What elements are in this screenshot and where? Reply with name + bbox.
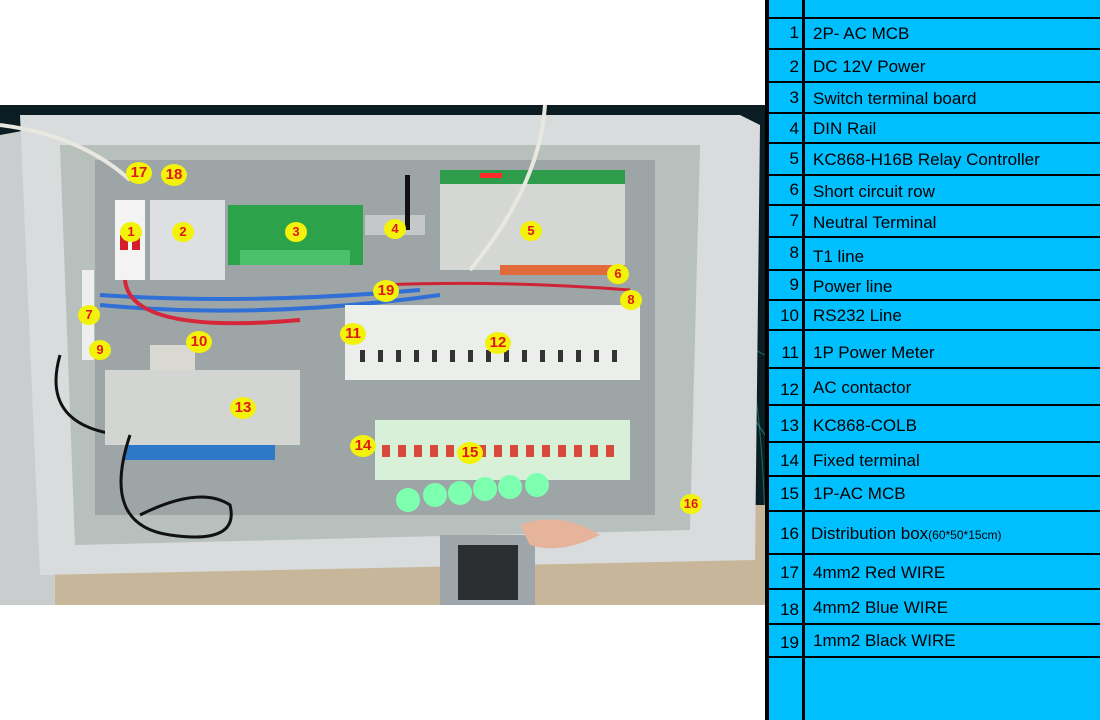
callout-10: 10 [186,331,212,353]
legend-row: 13 KC868-COLB [769,406,1100,443]
legend-number: 5 [789,149,799,168]
legend-label: 1mm2 Black WIRE [813,631,956,650]
legend-header-row [769,0,1100,19]
legend-number: 1 [789,23,799,42]
legend-number: 8 [789,243,799,262]
callout-6: 6 [607,264,629,284]
legend-number: 11 [781,343,799,362]
legend-label-dimensions: (60*50*15cm) [928,528,1002,542]
legend-label: Neutral Terminal [813,213,937,232]
legend-number: 2 [789,57,799,76]
legend-row: 14 Fixed terminal [769,443,1100,477]
legend-label: 4mm2 Blue WIRE [813,598,949,617]
legend-label: KC868-COLB [813,416,917,435]
legend-row: 17 4mm2 Red WIRE [769,555,1100,590]
callout-14: 14 [350,435,376,457]
distribution-box-photo: 17 18 1 2 3 4 5 6 8 19 7 9 10 11 12 13 1… [0,105,765,605]
legend-row: 19 1mm2 Black WIRE [769,625,1100,658]
panel-illustration [0,105,765,605]
callout-19: 19 [373,280,399,302]
callout-13: 13 [230,397,256,419]
callout-2: 2 [172,222,194,242]
legend-label: RS232 Line [813,306,902,325]
legend-number: 19 [780,633,799,652]
legend-number: 6 [789,180,799,199]
callout-7: 7 [78,305,100,325]
legend-label: DIN Rail [813,119,877,138]
legend-label: KC868-H16B Relay Controller [813,150,1040,169]
callout-11: 11 [340,323,366,345]
legend-label: Fixed terminal [813,451,920,470]
legend-number: 10 [780,306,799,325]
legend-table: 1 2P- AC MCB 2 DC 12V Power 3 Switch ter… [765,0,1100,720]
legend-row: 5 KC868-H16B Relay Controller [769,144,1100,176]
legend-label: AC contactor [813,378,912,397]
legend-label: Power line [813,277,893,296]
callout-15: 15 [457,442,483,464]
callout-9: 9 [89,340,111,360]
legend-label: Short circuit row [813,182,935,201]
legend-label-main: Distribution box [811,524,929,543]
legend-number: 16 [780,524,799,543]
legend-row: 7 Neutral Terminal [769,206,1100,238]
legend-number: 7 [789,211,799,230]
legend-label: 1P-AC MCB [813,484,906,503]
callout-8: 8 [620,290,642,310]
callout-3: 3 [285,222,307,242]
legend-row: 10 RS232 Line [769,301,1100,331]
legend-row: 16 Distribution box(60*50*15cm) [769,512,1100,555]
legend-number: 9 [789,275,799,294]
legend-row: 1 2P- AC MCB [769,19,1100,50]
legend-number: 15 [780,484,799,503]
callout-12: 12 [485,332,511,354]
callout-18: 18 [161,164,187,186]
callout-16: 16 [680,494,702,514]
callout-17: 17 [126,162,152,184]
callout-1: 1 [120,222,142,242]
callout-4: 4 [384,219,406,239]
legend-number: 4 [789,119,799,138]
legend-row: 8 T1 line [769,238,1100,271]
legend-row: 3 Switch terminal board [769,83,1100,114]
legend-number: 3 [789,88,799,107]
legend-label: T1 line [813,247,865,266]
legend-row: 6 Short circuit row [769,176,1100,206]
legend-row: 2 DC 12V Power [769,50,1100,83]
legend-label: Switch terminal board [813,89,977,108]
legend-column-divider [802,0,805,720]
legend-label: Distribution box(60*50*15cm) [811,524,1002,544]
legend-label: 1P Power Meter [813,343,935,362]
legend-empty-row [769,658,1100,720]
callout-5: 5 [520,221,542,241]
legend-label: DC 12V Power [813,57,926,76]
legend-number: 12 [780,380,799,399]
legend-label: 2P- AC MCB [813,24,910,43]
legend-number: 14 [780,451,799,470]
legend-row: 12 AC contactor [769,369,1100,406]
legend-row: 11 1P Power Meter [769,331,1100,369]
legend-row: 18 4mm2 Blue WIRE [769,590,1100,625]
legend-number: 18 [780,600,799,619]
legend-row: 15 1P-AC MCB [769,477,1100,512]
legend-number: 17 [780,563,799,582]
legend-row: 9 Power line [769,271,1100,301]
legend-number: 13 [780,416,799,435]
legend-row: 4 DIN Rail [769,114,1100,144]
legend-label: 4mm2 Red WIRE [813,563,946,582]
